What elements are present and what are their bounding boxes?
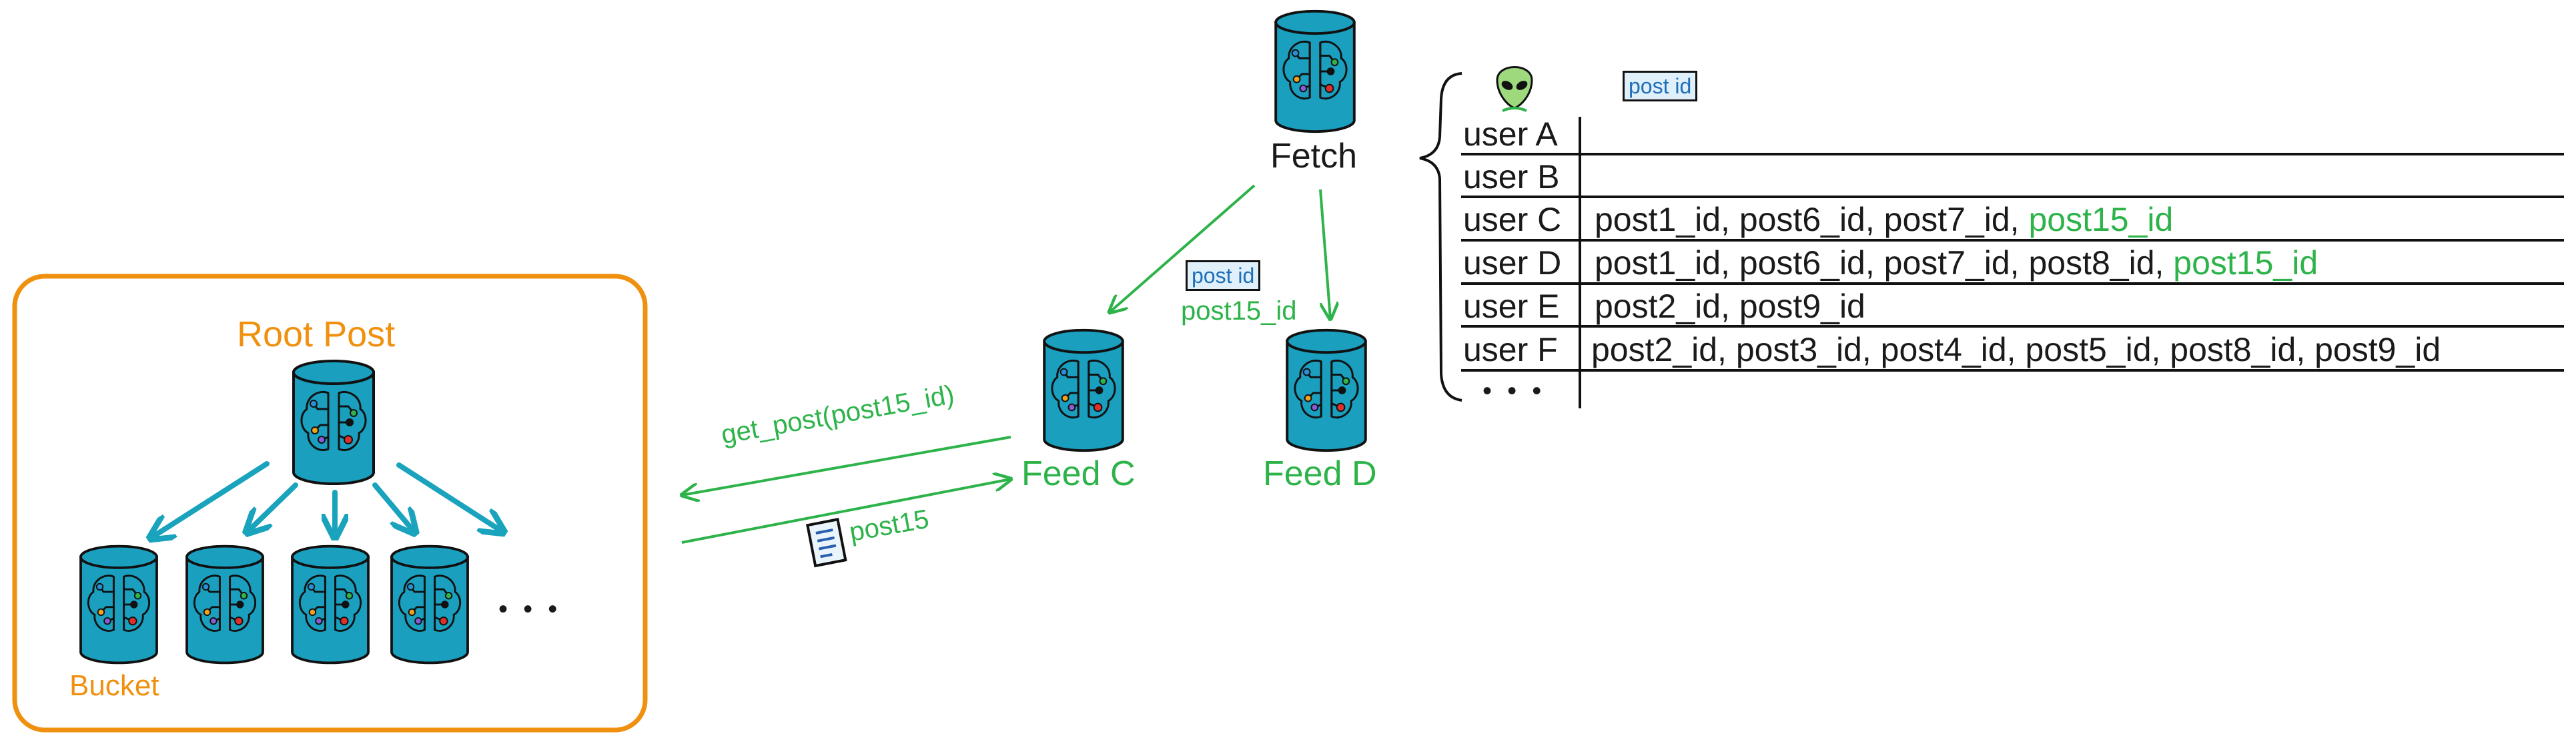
root-post-title: Root Post (237, 314, 396, 354)
new-post-id: post15_id (2173, 244, 2318, 282)
user-label: user C (1463, 201, 1562, 238)
fetch-label: Fetch (1270, 137, 1358, 175)
user-label: user E (1463, 288, 1560, 325)
root-post-box (12, 274, 648, 733)
get-post-request-arrow (682, 436, 1011, 495)
user-label: user F (1463, 331, 1558, 368)
bucket-db-icon (185, 544, 264, 665)
bucket-db-icon (291, 544, 370, 665)
post-ids: post2_id, post9_id (1595, 288, 1865, 325)
user-label: user B (1463, 158, 1560, 196)
feed-d-label: Feed D (1263, 454, 1377, 493)
feed-c-db-icon (1043, 328, 1124, 452)
post-ids: post2_id, post3_id, post4_id, post5_id, … (1591, 331, 2441, 368)
post-list: post2_id, post3_id, post4_id, post5_id, … (1591, 333, 2441, 366)
fanout-arrow (372, 482, 414, 531)
bucket-db-icon (390, 544, 469, 665)
post-response-arrow (681, 479, 1011, 544)
fanout-arrow (248, 482, 298, 531)
user-label: user D (1463, 244, 1562, 282)
fanout-arrow (396, 462, 502, 531)
fetch-to-feed-d-arrow (1319, 189, 1330, 319)
feed-d-db-icon (1286, 328, 1367, 452)
post15-id-edge-label: post15_id (1181, 296, 1297, 326)
bucket-label: Bucket (69, 669, 159, 702)
bucket-db-icon (79, 544, 158, 665)
table-post-id-tag: post id (1623, 71, 1698, 101)
fanout-arrow (152, 461, 270, 537)
post-ids: post1_id, post6_id, post7_id, (1595, 201, 2029, 238)
root-post-db-icon (292, 360, 375, 485)
post-id-tag: post id (1186, 260, 1261, 291)
document-icon (805, 518, 847, 568)
post-list: post1_id, post6_id, post7_id, post8_id, … (1595, 246, 2318, 280)
user-label: user A (1463, 115, 1558, 153)
bucket-ellipsis: • • • (498, 595, 562, 624)
alien-icon (1496, 66, 1533, 112)
post-list: post2_id, post9_id (1595, 290, 1865, 323)
user-ellipsis: • • • (1482, 376, 1546, 406)
fetch-db-icon (1274, 9, 1356, 133)
post-list: post1_id, post6_id, post7_id, post15_id (1595, 203, 2173, 236)
new-post-id: post15_id (2028, 201, 2174, 238)
fetch-to-feed-c-arrow (1110, 184, 1256, 312)
feed-c-label: Feed C (1021, 454, 1136, 493)
post-ids: post1_id, post6_id, post7_id, post8_id, (1595, 244, 2174, 282)
curly-brace (1419, 72, 1462, 402)
